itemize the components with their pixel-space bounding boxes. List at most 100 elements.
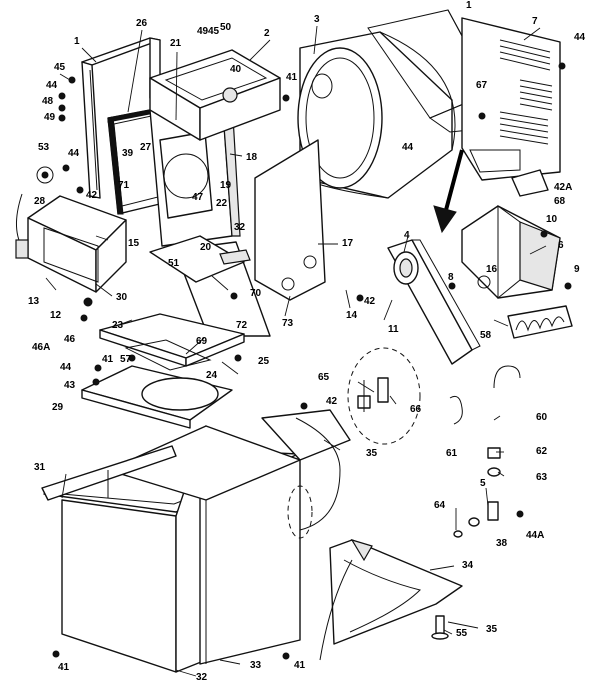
part-number-label: 4	[404, 230, 410, 241]
part-number-label: 44	[68, 148, 80, 159]
part-number-label: 20	[200, 242, 212, 253]
part-number-label: 10	[546, 214, 558, 225]
part-number-label: 44	[574, 32, 586, 43]
part-number-label: 3	[314, 14, 320, 25]
part-number-label: 60	[536, 412, 548, 423]
part-number-label: 62	[536, 446, 548, 457]
part-number-label: 45	[208, 26, 220, 37]
part-number-label: 41	[294, 660, 306, 671]
part-number-label: 70	[250, 288, 262, 299]
leader-lines	[45, 25, 547, 677]
part-number-label: 48	[42, 96, 54, 107]
detail-circle	[287, 347, 421, 539]
part-number-label: 16	[486, 264, 498, 275]
part-number-label: 44	[60, 362, 72, 373]
part-number-label: 71	[118, 180, 130, 191]
base-plate	[81, 365, 233, 429]
part-number-label: 42	[326, 396, 338, 407]
rear-panel	[461, 17, 561, 197]
part-number-label: 63	[536, 472, 548, 483]
drain-pan	[319, 538, 463, 661]
part-number-label: 11	[388, 324, 399, 335]
part-number-label: 35	[366, 448, 378, 459]
part-number-label: 14	[346, 310, 358, 321]
control-box	[15, 193, 127, 293]
part-number-label: 25	[258, 356, 270, 367]
part-number-label: 50	[220, 22, 232, 33]
screws	[52, 62, 572, 660]
heater-element	[507, 305, 573, 339]
part-number-label: 38	[496, 538, 508, 549]
part-number-label: 44	[46, 80, 58, 91]
part-number-label: 40	[230, 64, 242, 75]
part-number-label: 41	[58, 662, 70, 673]
part-number-label: 9	[574, 264, 580, 275]
part-number-label: 1	[74, 36, 80, 47]
dryer-drum	[297, 31, 456, 199]
part-number-label: 67	[476, 80, 488, 91]
part-number-label: 45	[54, 62, 66, 73]
part-number-label: 68	[554, 196, 566, 207]
top-cover	[149, 49, 281, 141]
part-number-label: 17	[342, 238, 354, 249]
part-number-label: 8	[448, 272, 454, 283]
lint-filter	[149, 235, 271, 337]
part-number-label: 51	[168, 258, 180, 269]
part-number-label: 23	[112, 320, 124, 331]
part-number-label: 13	[28, 296, 40, 307]
part-number-label: 6	[558, 240, 564, 251]
part-number-label: 24	[206, 370, 218, 381]
part-number-label: 41	[102, 354, 114, 365]
part-number-label: 1	[466, 0, 472, 11]
base-top-plate	[99, 313, 245, 371]
part-number-label: 73	[282, 318, 294, 329]
part-number-label: 33	[250, 660, 262, 671]
part-number-label: 42A	[554, 182, 572, 193]
part-number-label: 28	[34, 196, 46, 207]
part-number-label: 22	[216, 198, 228, 209]
side-panel	[254, 139, 326, 301]
part-number-label: 61	[446, 448, 458, 459]
part-number-label: 53	[38, 142, 50, 153]
bulb-icon	[36, 166, 54, 184]
part-number-label: 72	[236, 320, 248, 331]
part-number-label: 39	[122, 148, 134, 159]
part-number-label: 66	[410, 404, 422, 415]
part-number-label: 47	[192, 192, 204, 203]
part-number-label: 58	[480, 330, 492, 341]
motor-assembly	[387, 239, 481, 365]
part-number-label: 55	[456, 628, 468, 639]
part-number-label: 29	[52, 402, 64, 413]
part-number-label: 26	[136, 18, 148, 29]
part-number-label: 46	[64, 334, 76, 345]
part-number-label: 7	[532, 16, 538, 27]
part-number-label: 34	[462, 560, 474, 571]
part-number-label: 35	[486, 624, 498, 635]
part-number-label: 57	[120, 354, 132, 365]
part-number-label: 21	[170, 38, 182, 49]
part-number-label: 32	[234, 222, 246, 233]
part-number-label: 49	[44, 112, 56, 123]
part-number-label: 65	[318, 372, 330, 383]
part-number-label: 12	[50, 310, 62, 321]
part-number-label: 27	[140, 142, 152, 153]
part-number-label: 43	[64, 380, 76, 391]
part-number-label: 30	[116, 292, 128, 303]
arrow-icon	[433, 149, 464, 234]
blower-housing	[461, 205, 561, 300]
vent-slots	[499, 39, 553, 145]
part-number-label: 69	[196, 336, 208, 347]
part-number-label: 42	[86, 190, 98, 201]
part-number-label: 31	[34, 462, 46, 473]
part-number-label: 44A	[526, 530, 544, 541]
part-number-label: 41	[286, 72, 298, 83]
leveling-foot	[431, 615, 449, 640]
part-number-label: 15	[128, 238, 140, 249]
cabinet	[41, 425, 301, 673]
hose-assembly	[449, 365, 521, 538]
part-number-label: 5	[480, 478, 486, 489]
part-number-label: 18	[246, 152, 258, 163]
cabinet-back-panel	[261, 409, 351, 531]
